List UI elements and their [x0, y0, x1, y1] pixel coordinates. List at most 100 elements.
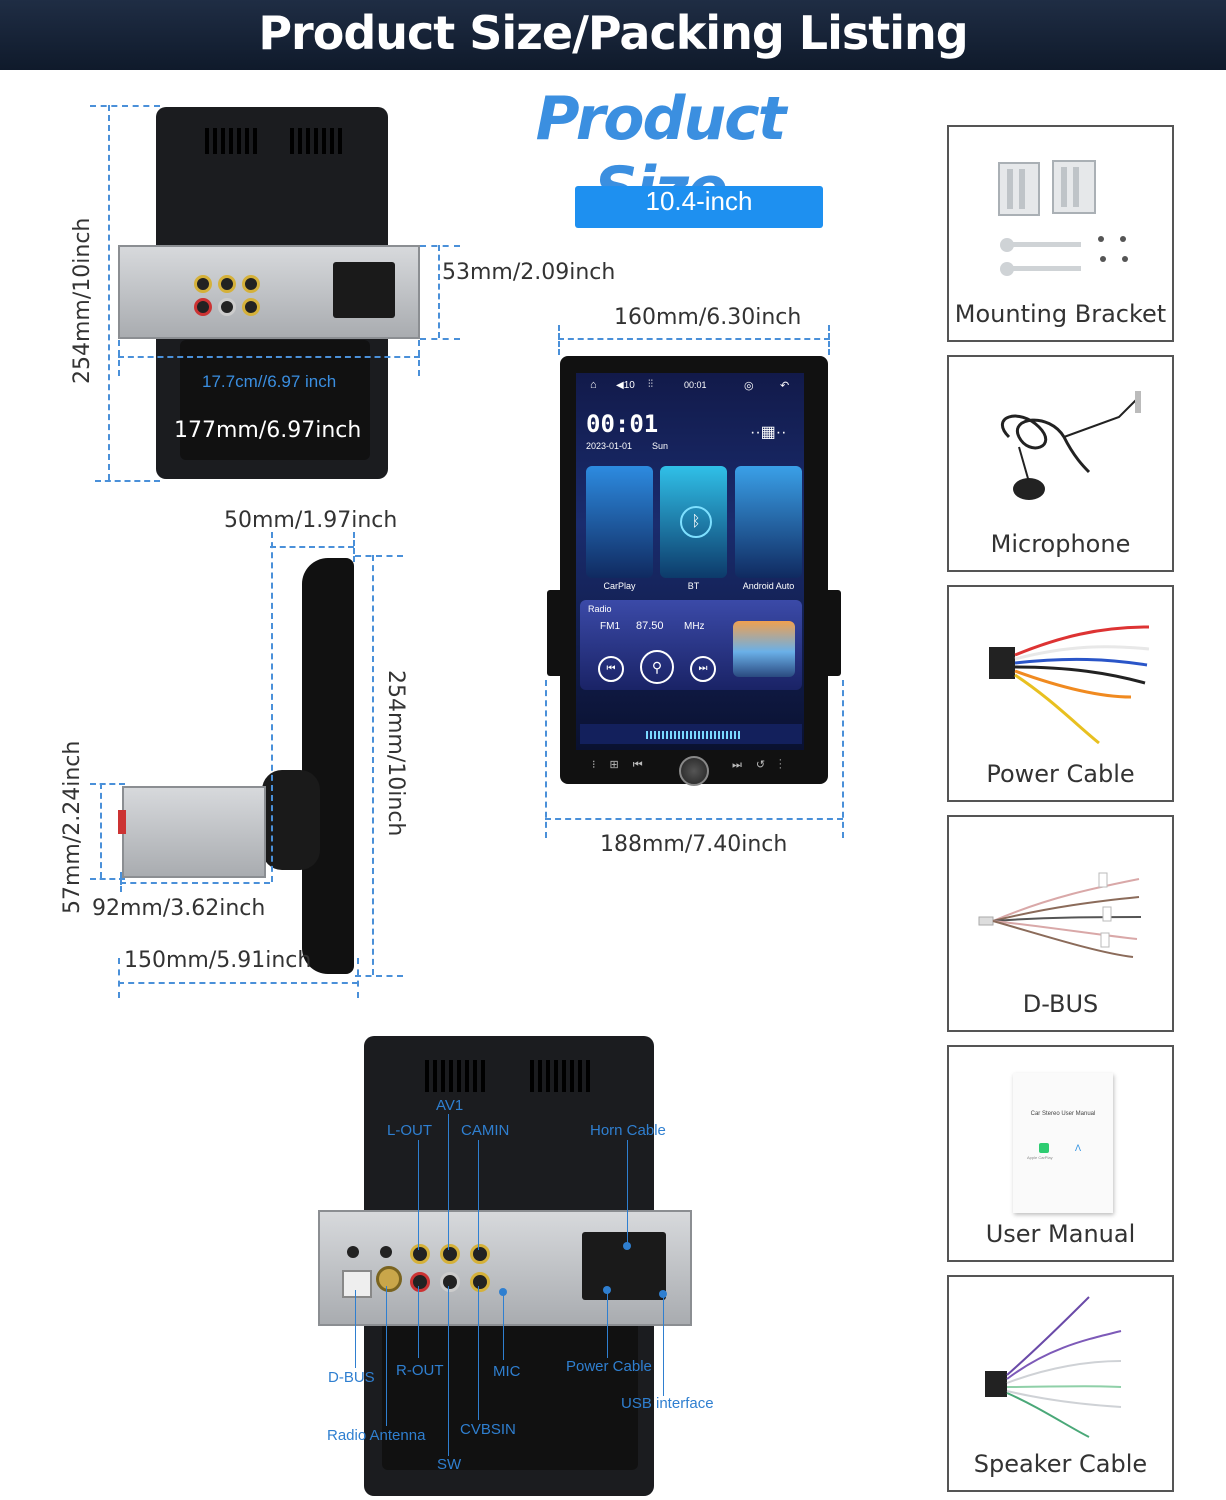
dim-line: [270, 546, 354, 548]
side-height-dimension: 254mm/10inch: [383, 670, 408, 837]
dim-line: [120, 882, 270, 884]
bluetooth-icon: ᛒ: [680, 506, 712, 538]
av1-jack: [440, 1244, 460, 1264]
app-label-carplay: CarPlay: [603, 581, 636, 591]
apps-grid-icon[interactable]: ··▦··: [750, 424, 787, 441]
dim-line: [418, 340, 420, 376]
volume-knob[interactable]: [679, 756, 709, 786]
dim-line: [438, 245, 440, 338]
dim-line: [108, 105, 110, 480]
dim-line: [90, 105, 160, 107]
volume-value: 10: [623, 380, 635, 391]
prev-icon[interactable]: ⏮: [598, 656, 624, 682]
dim-line: [355, 975, 403, 977]
callout-dot: [499, 1288, 507, 1296]
callout-line: [478, 1140, 479, 1250]
dim-line: [353, 532, 355, 562]
bracket-icon: [998, 160, 1128, 276]
packing-item-user-manual: Car Stereo User Manual Λ Apple CarPlay U…: [947, 1045, 1174, 1262]
label-radio-antenna: Radio Antenna: [327, 1427, 426, 1444]
radio-artwork: [733, 621, 795, 677]
dim-line: [420, 338, 460, 340]
app-label-bt: BT: [687, 581, 700, 591]
callout-line: [418, 1140, 419, 1250]
label-power-cable: Power Cable: [566, 1358, 652, 1375]
label-cvbsin: CVBSIN: [460, 1421, 516, 1438]
rca-jack: [218, 298, 236, 316]
antenna-port: [376, 1266, 402, 1292]
packing-item-speaker-cable: Speaker Cable: [947, 1275, 1174, 1492]
callout-line: [355, 1290, 356, 1368]
dim-line: [118, 356, 420, 358]
radio-unit: MHz: [684, 621, 705, 632]
chassis-width-dimension: 17.7cm//6.97 inch: [202, 372, 337, 391]
label-l-out: L-OUT: [387, 1122, 432, 1139]
screen-size-badge: 10.4-inch: [575, 186, 823, 228]
label-sw: SW: [437, 1456, 462, 1473]
radio-frequency: 87.50: [636, 620, 664, 632]
back-icon[interactable]: ↶: [780, 380, 790, 392]
overall-width-dimension: 188mm/7.40inch: [600, 832, 788, 857]
search-icon[interactable]: ⚲: [640, 650, 674, 684]
rca-jack: [194, 275, 212, 293]
packing-label: Microphone: [990, 530, 1131, 558]
depth-dimension: 53mm/2.09inch: [442, 260, 616, 285]
dim-line: [372, 555, 374, 975]
dim-line: [100, 783, 102, 878]
android-auto-logo: Λ: [1075, 1143, 1082, 1153]
dim-line: [355, 555, 403, 557]
chassis-height-dimension: 57mm/2.24inch: [60, 740, 85, 914]
next-icon[interactable]: ⏭: [690, 656, 716, 682]
callout-line: [386, 1286, 387, 1426]
overall-depth-dimension: 150mm/5.91inch: [124, 948, 312, 973]
r-out-jack: [410, 1272, 430, 1292]
callout-line: [503, 1292, 504, 1360]
vent-grille: [290, 128, 342, 154]
packing-label: Speaker Cable: [973, 1450, 1148, 1478]
radio-band: FM1: [600, 621, 620, 632]
chassis-width-label: 177mm/6.97inch: [174, 418, 362, 443]
microphone-icon: [1001, 391, 1141, 500]
rca-jack: [242, 275, 260, 293]
header-banner: [0, 0, 1226, 70]
label-d-bus: D-BUS: [328, 1369, 375, 1386]
hw-button-row-right: ⏭↺⁝: [732, 759, 796, 771]
dim-line: [545, 680, 547, 838]
dim-line: [842, 680, 844, 838]
side-chassis: [122, 786, 266, 878]
page-title: Product Size/Packing Listing: [258, 6, 968, 60]
screen-depth-dimension: 50mm/1.97inch: [224, 508, 398, 533]
eq-icon: ⫶⫶: [648, 379, 653, 390]
callout-line: [478, 1286, 479, 1420]
sw-jack: [440, 1272, 460, 1292]
callout-line: [607, 1290, 608, 1358]
callout-dot: [603, 1286, 611, 1294]
manual-logo-label: Apple CarPlay: [1027, 1155, 1053, 1160]
dim-line: [95, 480, 160, 482]
mic-port: [347, 1246, 359, 1258]
rca-jack: [194, 298, 212, 316]
app-tile-carplay[interactable]: [586, 466, 653, 578]
dbus-cable-icon: [978, 872, 1142, 958]
speaker-cable-icon: [985, 1296, 1122, 1438]
power-cable-icon: [989, 625, 1150, 745]
screen-width-dimension: 160mm/6.30inch: [614, 305, 802, 330]
settings-icon: ◎: [744, 380, 754, 392]
screen-weekday: Sun: [652, 441, 669, 451]
packing-item-d-bus: D-BUS: [947, 815, 1174, 1032]
dim-line: [558, 338, 830, 340]
hw-button-row: ⁝⊞⏮: [592, 759, 657, 771]
vent-grille: [530, 1060, 592, 1092]
vent-grille: [425, 1060, 487, 1092]
app-tile-android-auto[interactable]: [735, 466, 802, 578]
dim-line: [828, 325, 830, 355]
rca-jack: [218, 275, 236, 293]
dim-line: [118, 340, 120, 376]
side-chassis-cap: [118, 810, 126, 834]
packing-item-power-cable: Power Cable: [947, 585, 1174, 802]
packing-item-microphone: Microphone: [947, 355, 1174, 572]
volume-bar[interactable]: [646, 731, 740, 739]
dim-line: [420, 245, 460, 247]
dim-line: [271, 532, 273, 882]
dim-line: [90, 878, 125, 880]
